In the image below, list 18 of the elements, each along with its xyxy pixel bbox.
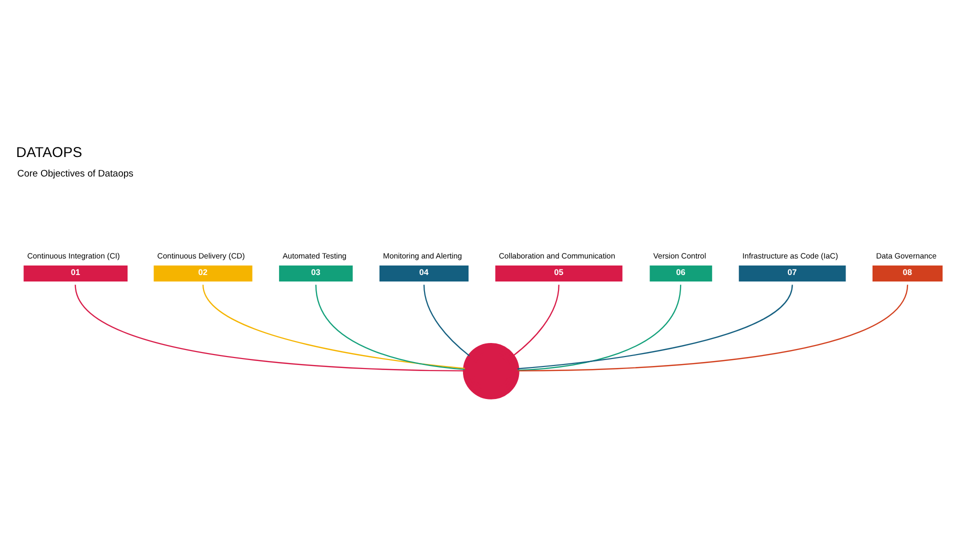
node-box: 02 [154,264,252,281]
connector [74,284,465,371]
node-box: 07 [738,264,846,281]
node-box: 01 [24,264,128,281]
label: Core Objectives of Dataops [17,168,134,180]
diagram-title: DATAOPS [16,144,82,161]
node-box: 06 [650,264,712,281]
node-box: 08 [872,264,943,281]
connector [423,284,470,356]
connector [518,284,908,371]
connector [518,284,682,370]
connector [315,284,465,370]
node-box: 03 [279,264,353,281]
connector [512,284,560,356]
connector [518,284,793,369]
connector [202,284,465,369]
node-box: 05 [495,264,622,281]
node-box: 04 [379,264,469,281]
